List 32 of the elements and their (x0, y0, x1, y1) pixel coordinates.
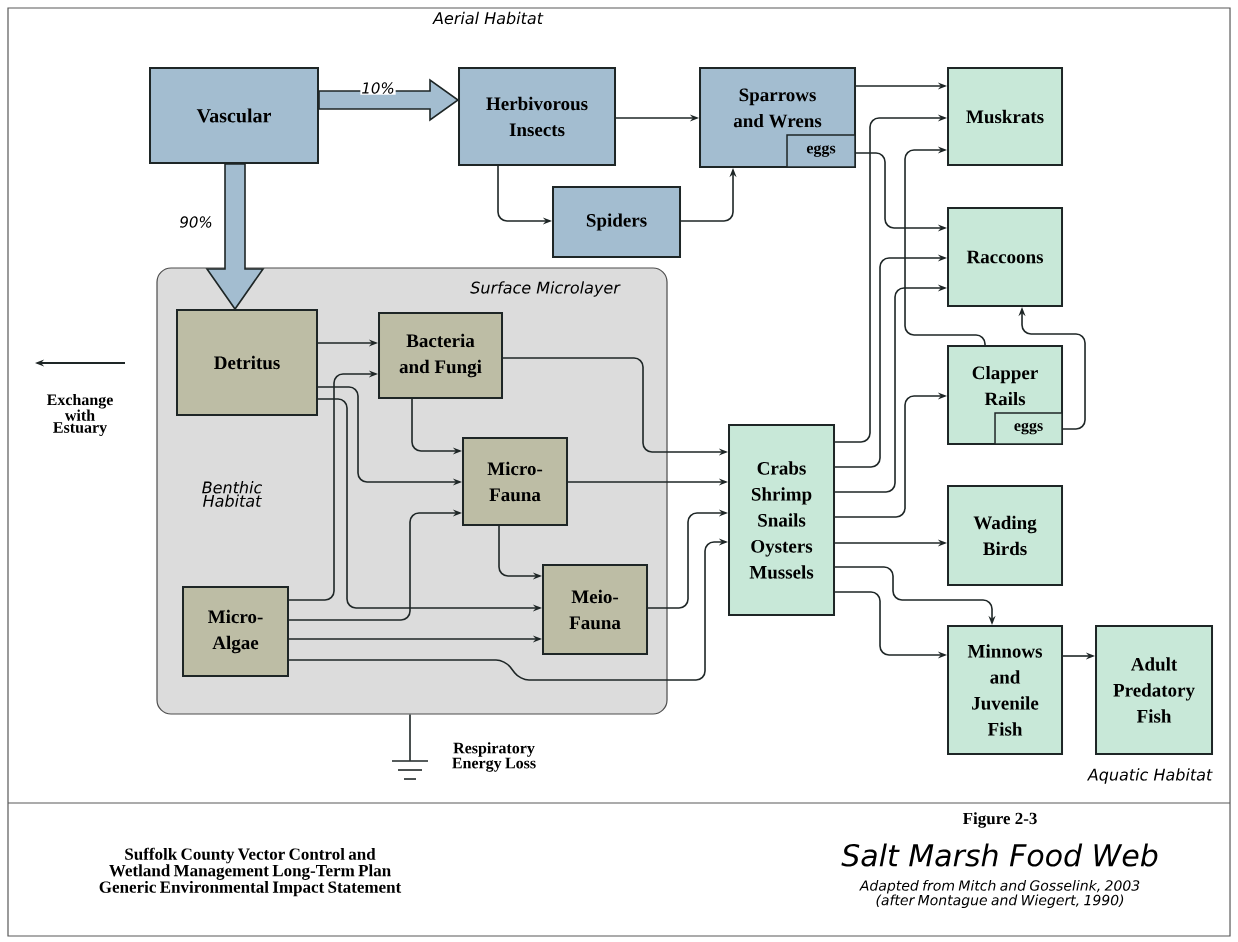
organism-box: Detritus (176, 309, 318, 416)
organism-box: Vascular (149, 67, 319, 164)
edge-label: 90% (178, 215, 214, 229)
ground-line (409, 713, 411, 762)
organism-box: Bacteria and Fungi (378, 312, 503, 399)
node-caption: Respiratory Energy Loss (452, 742, 536, 772)
egg-box: eggs (786, 134, 856, 168)
region-label: Aquatic Habitat (1086, 768, 1213, 784)
figure-number: Figure 2-3 (962, 812, 1037, 828)
organism-box: Crabs Shrimp Snails Oysters Mussels (728, 424, 835, 616)
organism-box: Adult Predatory Fish (1095, 625, 1213, 755)
exchange-label: Exchange with Estuary (46, 393, 113, 437)
ground-symbol (391, 760, 429, 780)
caption: Adapted from Mitch and Gosselink, 2003 (after Montague and Wiegert, 1990) (859, 879, 1140, 909)
organism-box: Meio-Fauna (542, 564, 648, 655)
organism-box: Micro-Algae (182, 586, 289, 677)
edge-label: 10% (360, 81, 396, 95)
organism-box: Minnows and Juvenile Fish (947, 625, 1063, 755)
organism-box: Wading Birds (947, 485, 1063, 586)
region-label: Aerial Habitat (432, 11, 544, 25)
organism-box: Muskrats (947, 67, 1063, 166)
flow-arrow (318, 78, 460, 122)
organism-box: Herbivorous Insects (458, 67, 616, 166)
organism-box: Micro-Fauna (462, 437, 568, 526)
organism-box: Raccoons (947, 207, 1063, 307)
arrow (904, 146, 986, 346)
footer-text: Suffolk County Vector Control and Wetland Management Long-Term Plan Generic Environmental Impact Statement (99, 847, 402, 897)
egg-box: eggs (994, 412, 1063, 445)
region-label: Benthic Habitat (202, 481, 263, 507)
flow-arrow (205, 163, 265, 311)
organism-box: Spiders (552, 186, 681, 258)
title: Salt Marsh Food Web (841, 843, 1158, 867)
